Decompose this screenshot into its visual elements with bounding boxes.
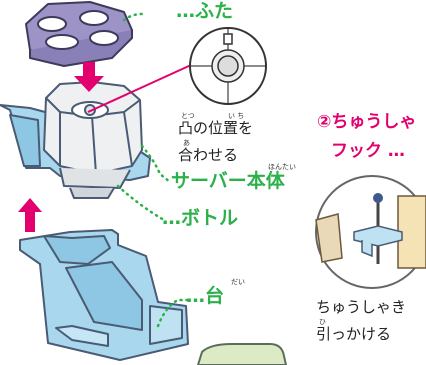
align-instruction-line2: 合わせる	[178, 146, 239, 164]
step2-heading-line2: フック …	[331, 141, 405, 161]
bottle-label-text: ボトル	[181, 207, 239, 229]
leader-dots: …	[176, 0, 195, 22]
lid-label-text: ふた	[195, 0, 234, 22]
down-arrow-icon	[74, 62, 104, 92]
leader-lid	[122, 12, 144, 22]
lid-label: …ふた	[176, 2, 233, 21]
ruby-a: あ	[183, 139, 190, 147]
stand-label-text: 台	[205, 285, 225, 307]
server-body-label: サーバー本体	[171, 170, 285, 192]
lid-illustration	[25, 1, 133, 67]
align-instruction-line1: 凸の位置を	[178, 119, 254, 137]
stand-illustration	[19, 229, 189, 361]
stand-label: …台	[186, 287, 224, 306]
up-arrow-icon	[18, 198, 42, 232]
detail-callout-line	[87, 59, 203, 113]
leader-dots: …	[186, 285, 205, 307]
leader-lines	[116, 12, 190, 328]
leader-bottle	[116, 184, 166, 222]
ruby-hi: ひ	[319, 318, 326, 326]
server-illustration	[0, 81, 151, 199]
ruby-totsu: とつ	[181, 112, 195, 120]
step2-heading-line1: ②ちゅうしゃ	[317, 112, 417, 132]
bottle-label: …ボトル	[162, 209, 238, 228]
ruby-hontai: ほんたい	[268, 163, 296, 171]
step2-note-line1: ちゅうしゃき	[316, 298, 407, 316]
alignment-detail-circle	[189, 27, 267, 105]
leader-dots: …	[162, 207, 181, 229]
ruby-ichi: い ち	[228, 112, 245, 120]
leader-server	[140, 144, 172, 184]
step2-note-line2: 引っかける	[316, 325, 392, 343]
ruby-dai: だい	[231, 278, 245, 286]
base-plate-fragment	[196, 343, 288, 365]
hook-detail-circle	[315, 175, 426, 289]
